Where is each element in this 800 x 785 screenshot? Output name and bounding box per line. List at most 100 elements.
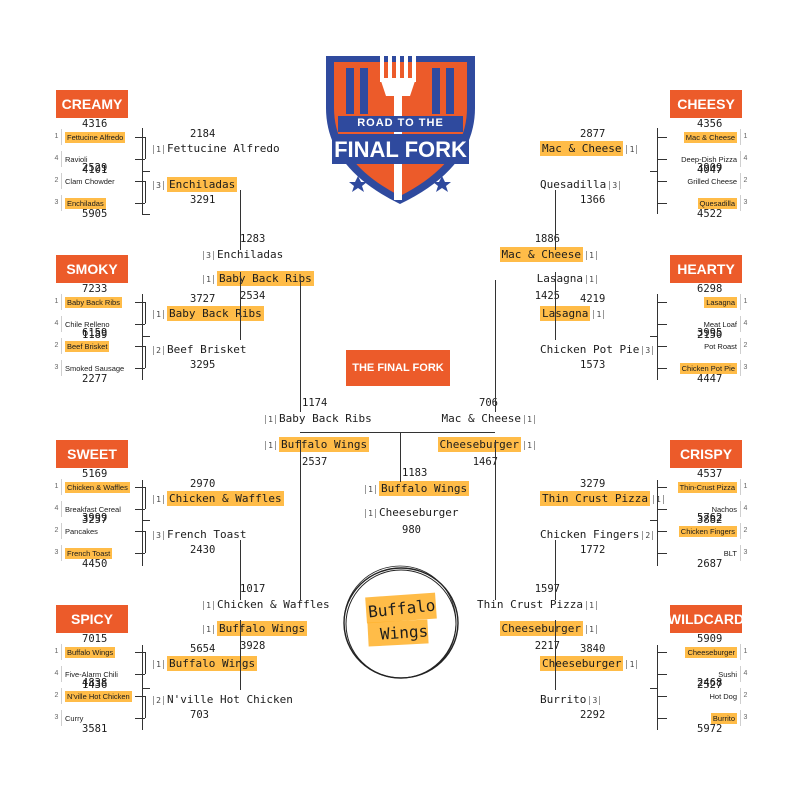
seed-number: 2 [740, 523, 750, 539]
bracket-line [657, 652, 667, 653]
seed-number: 4 [52, 666, 62, 682]
entry-name: Clam Chowder [65, 176, 115, 186]
entry-name: Mac & Cheese [683, 131, 737, 143]
seed-number: 1 [365, 509, 376, 518]
bracket-line [135, 553, 145, 554]
entry-name: Chile Relleno [65, 319, 110, 329]
seed-number: 1 [740, 294, 750, 310]
entry-name: Lasagna [704, 296, 737, 308]
bracket-line [135, 718, 145, 719]
final-fork-title: THE FINAL FORK [346, 350, 450, 386]
bracket-line [142, 480, 143, 566]
seed-number: 1 [153, 660, 164, 669]
entry-name: Smoked Sausage [65, 363, 125, 373]
category-wildcard: WILDCARD [668, 605, 744, 633]
seed-number: 1 [153, 310, 164, 319]
r2-name: Beef Brisket [167, 343, 247, 356]
bracket-line [142, 336, 150, 337]
votes-wildcard-0: 5909 [697, 633, 723, 645]
match-votes-1: 2534 [240, 290, 266, 302]
r2-votes-wildcard-0: 3840 [580, 643, 606, 655]
entry-name: Baby Back Ribs [65, 296, 122, 308]
seed-number: 1 [586, 251, 597, 260]
bracket-line [135, 324, 145, 325]
bracket-line [135, 531, 145, 532]
bracket-line [142, 645, 143, 730]
seed-number: 3 [153, 181, 164, 190]
champion-line2: Wings [379, 621, 429, 644]
votes-creamy-3: 5905 [82, 208, 108, 220]
bracket-line [400, 432, 401, 482]
votes-spicy-2: 4838 [82, 677, 108, 689]
r2-name: Baby Back Ribs [167, 306, 264, 321]
seed-number: 4 [740, 501, 750, 517]
bracket-line [135, 674, 145, 675]
entry-name: Pancakes [65, 526, 98, 536]
match-name: Cheeseburger [437, 437, 521, 452]
match-name: Enchiladas [217, 248, 284, 261]
